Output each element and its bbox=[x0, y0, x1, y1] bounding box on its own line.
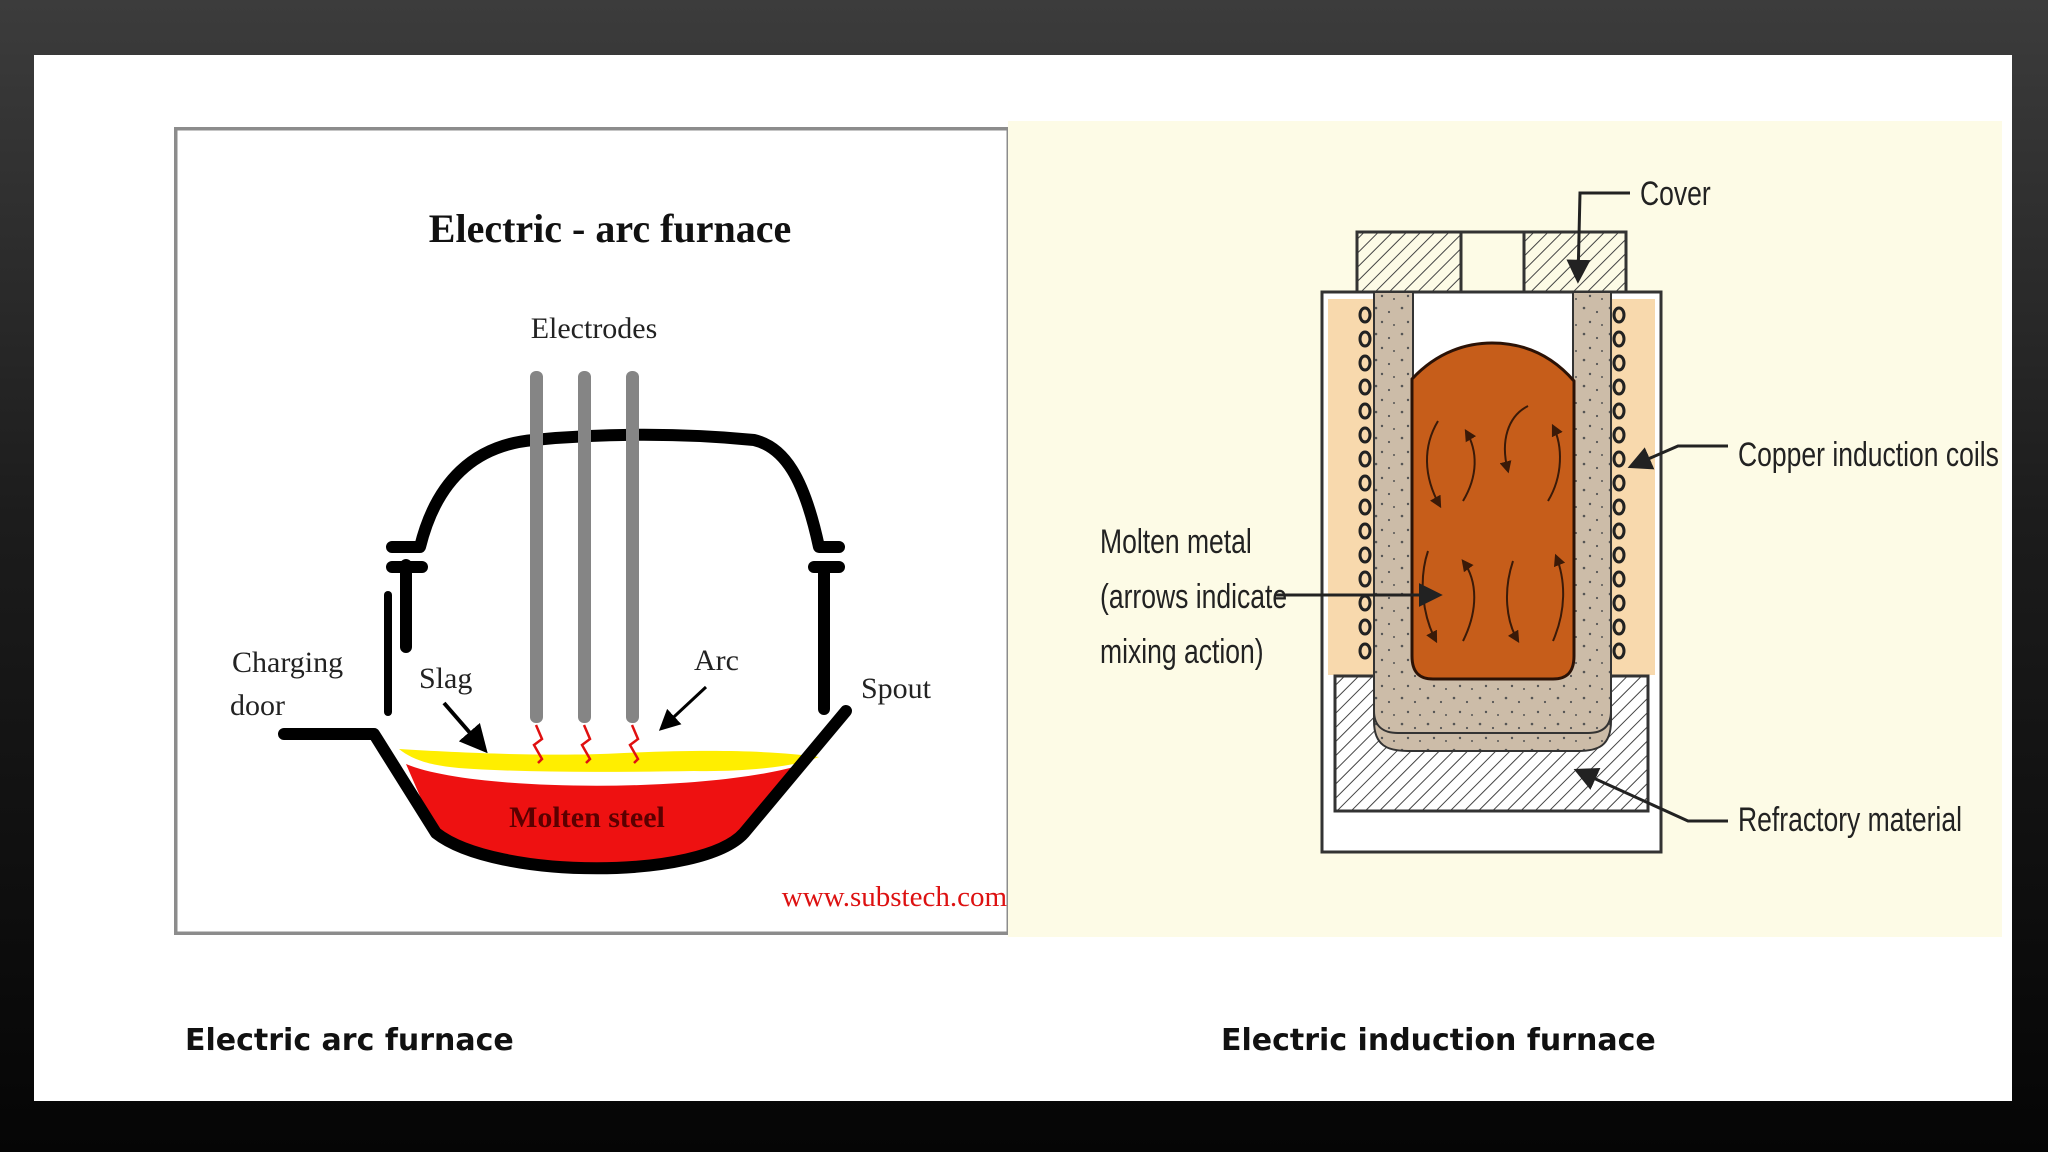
coil-zone-right bbox=[1610, 299, 1655, 675]
copper-coils-leader bbox=[1627, 444, 1728, 470]
charging-door-label-line2: door bbox=[230, 689, 285, 722]
mixing-arrow-3 bbox=[1499, 405, 1529, 474]
arc-furnace-diagram: Electric - arc furnace Electrodes bbox=[173, 126, 1011, 936]
cover-block-right bbox=[1522, 230, 1628, 294]
electrodes-label: Electrodes bbox=[531, 312, 658, 345]
molten-metal-label-line2: (arrows indicate bbox=[1100, 578, 1287, 616]
electrode-3 bbox=[626, 371, 639, 723]
slide: Electric - arc furnace Electrodes bbox=[34, 55, 2012, 1101]
cover-leader bbox=[1566, 191, 1630, 284]
coil-zone-left bbox=[1328, 299, 1374, 675]
cover-label: Cover bbox=[1640, 175, 1711, 213]
arc-spark-3 bbox=[628, 724, 640, 764]
refractory-leader bbox=[1573, 768, 1728, 823]
mixing-arrow-4 bbox=[1547, 423, 1563, 502]
mixing-arrow-1 bbox=[1426, 420, 1442, 509]
furnace-shell bbox=[278, 705, 852, 875]
mixing-arrow-2 bbox=[1462, 428, 1477, 502]
copper-coils-left bbox=[1358, 306, 1372, 660]
molten-metal bbox=[1410, 341, 1576, 681]
molten-metal-label-line1: Molten metal bbox=[1100, 523, 1252, 561]
refractory-label: Refractory material bbox=[1738, 801, 1962, 839]
slag-layer bbox=[399, 749, 819, 772]
arc-furnace-caption: Electric arc furnace bbox=[185, 1023, 514, 1058]
molten-steel-bath bbox=[406, 764, 804, 869]
cover-block-left bbox=[1355, 230, 1463, 294]
spout-label: Spout bbox=[861, 672, 932, 705]
molten-metal-label-line3: mixing action) bbox=[1100, 633, 1264, 671]
arc-label: Arc bbox=[694, 644, 739, 677]
molten-steel-label: Molten steel bbox=[509, 801, 665, 834]
copper-coils-right bbox=[1612, 306, 1626, 660]
arc-title: Electric - arc furnace bbox=[429, 206, 791, 251]
charging-door-label-line1: Charging bbox=[232, 646, 343, 679]
electrode-1 bbox=[530, 371, 543, 723]
arc-arrow bbox=[658, 685, 708, 731]
mixing-arrow-6 bbox=[1461, 559, 1476, 642]
slag-label: Slag bbox=[419, 662, 472, 695]
induction-furnace-caption: Electric induction furnace bbox=[1221, 1023, 1656, 1058]
arc-spark-1 bbox=[532, 724, 544, 764]
induction-furnace-diagram: Cover Copper induction coils Molten meta… bbox=[1008, 121, 2002, 937]
slag-arrow bbox=[442, 701, 488, 754]
mixing-arrow-8 bbox=[1552, 553, 1566, 642]
substech-watermark: www.substech.com bbox=[782, 881, 1008, 913]
electrode-2 bbox=[578, 371, 591, 723]
copper-coils-label: Copper induction coils bbox=[1738, 436, 1999, 474]
arc-spark-2 bbox=[580, 724, 592, 764]
mixing-arrow-7 bbox=[1505, 560, 1520, 644]
